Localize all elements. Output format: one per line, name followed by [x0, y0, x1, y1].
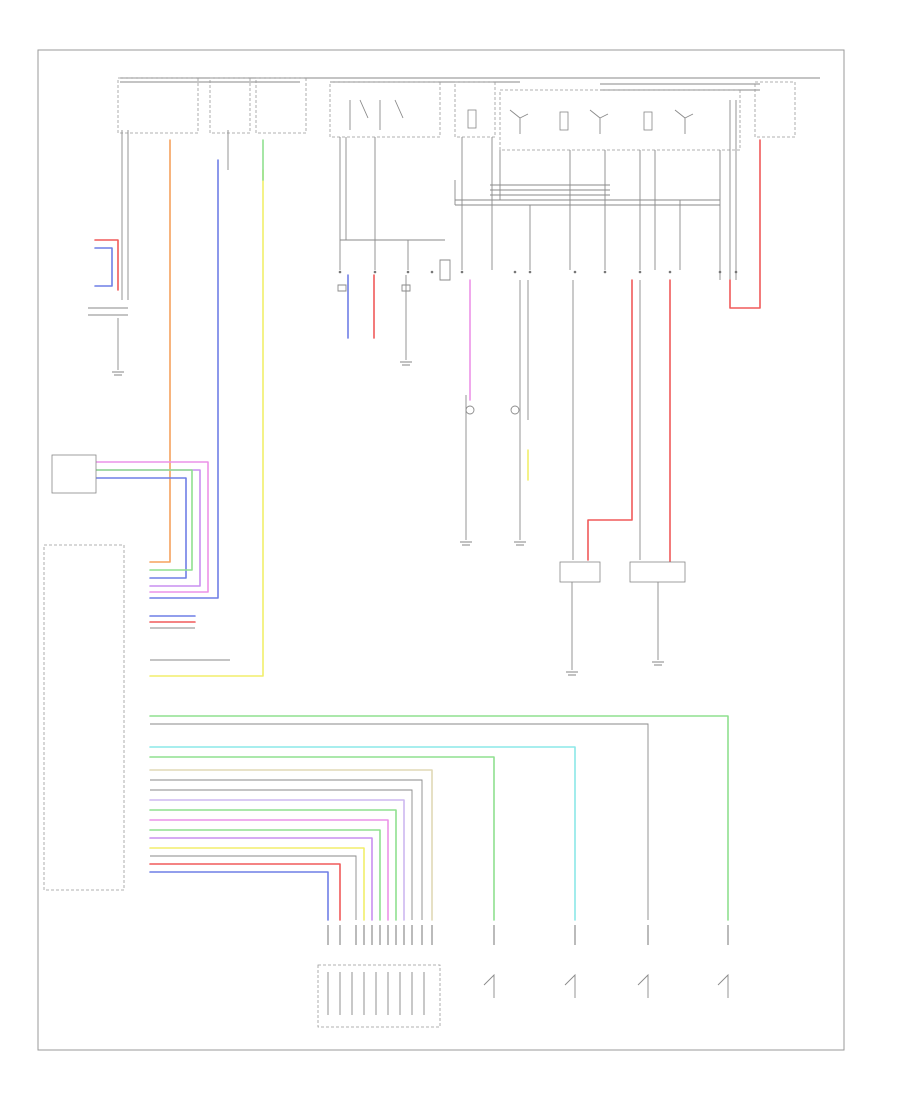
- wire-yellow: [149, 169, 264, 677]
- ground-symbols: [112, 361, 664, 676]
- wire-red-top-left: [94, 239, 119, 291]
- wire-red-loop: [729, 139, 761, 309]
- wire-green-optical: [95, 469, 193, 571]
- combination-switch-contacts: [327, 972, 425, 1015]
- lower-harness: [149, 715, 729, 921]
- wire-orange: [149, 139, 171, 563]
- top-feed-wires: [121, 100, 737, 300]
- connector-pins-row: [338, 270, 738, 274]
- top-fuse-blocks: [117, 77, 796, 151]
- optical-sensor-box: [51, 454, 97, 494]
- wire-blue-optical: [95, 477, 187, 579]
- wire-pink-optical: [95, 461, 209, 593]
- wire-violet-optical: [95, 469, 201, 587]
- wire-blue-top-left: [94, 247, 113, 287]
- lower-pin-marks: [327, 925, 729, 945]
- wire-blue: [149, 159, 219, 599]
- wire-red-bend: [587, 279, 633, 561]
- relay-box-left: [559, 561, 601, 583]
- door-switches: [483, 973, 729, 998]
- body-control-module: [43, 544, 125, 891]
- combination-switch: [317, 964, 441, 1028]
- top-power-bus: [120, 77, 820, 91]
- small-components: [337, 259, 520, 415]
- relay-box-right: [629, 561, 686, 583]
- diagram-frame: [37, 49, 845, 1051]
